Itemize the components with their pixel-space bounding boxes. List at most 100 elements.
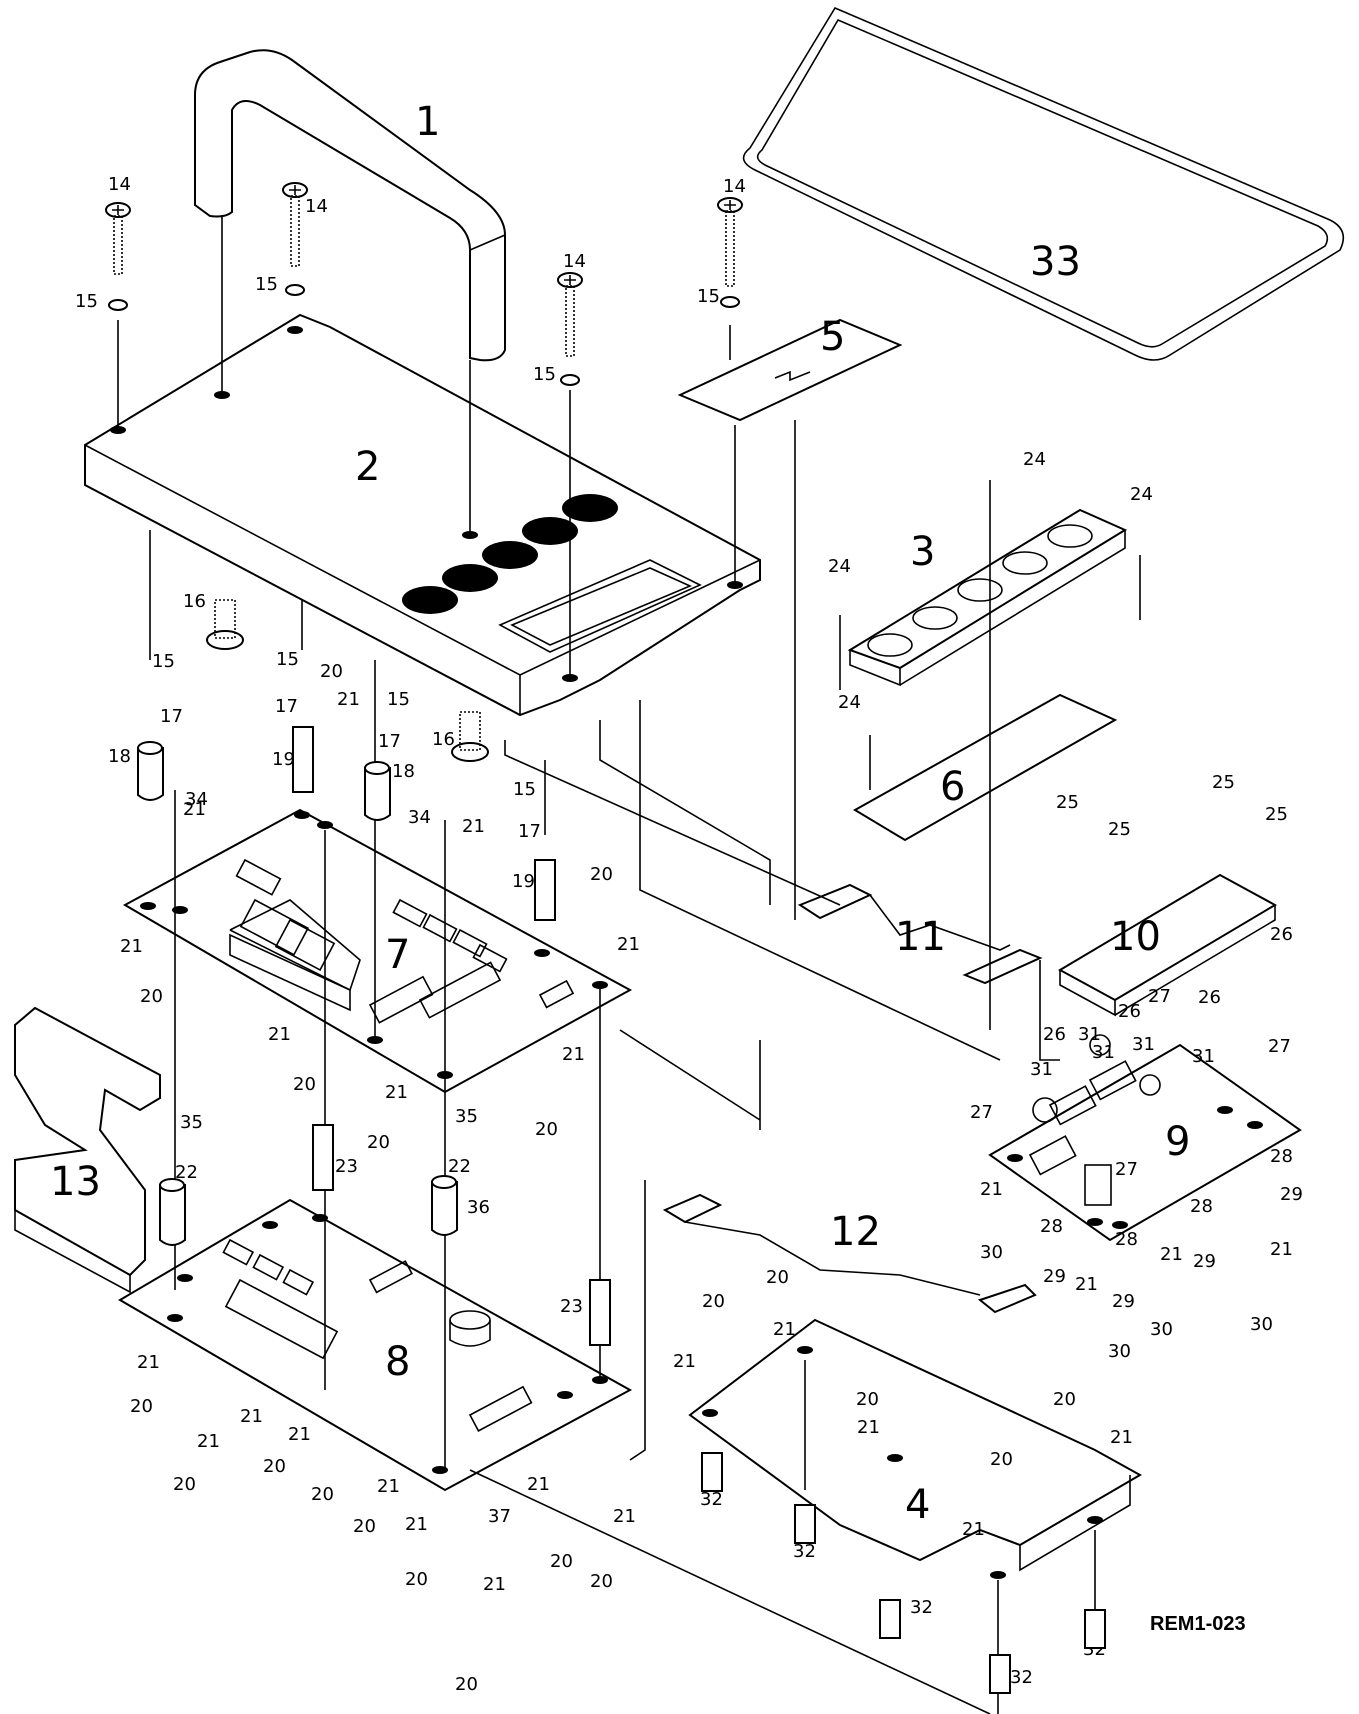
callout-21: 21: [773, 1319, 796, 1340]
callout-32: 32: [700, 1489, 723, 1510]
callout-14: 14: [563, 251, 586, 272]
fasteners: [105, 182, 1106, 1694]
part-5-label: 5: [677, 314, 903, 422]
callout-25: 25: [1056, 792, 1079, 813]
callout-14: 14: [723, 176, 746, 197]
callout-23: 23: [335, 1156, 358, 1177]
callout-15: 15: [387, 689, 410, 710]
callout-37: 37: [488, 1506, 511, 1527]
callout-20: 20: [263, 1456, 286, 1477]
hex-spacer-icon: [312, 1124, 334, 1191]
callout-20: 20: [590, 1571, 613, 1592]
part-12-flat-cable: 12: [662, 1193, 1037, 1314]
callout-32: 32: [793, 1541, 816, 1562]
callout-21: 21: [240, 1406, 263, 1427]
callout-32: 32: [910, 1597, 933, 1618]
part-11-flat-cable: 11: [797, 883, 1043, 985]
callout-28: 28: [1270, 1146, 1293, 1167]
standoff-icon: [451, 711, 489, 762]
label-part-8: 8: [385, 1339, 410, 1385]
part-8-pcb-lower: 8: [118, 1198, 633, 1492]
callout-27: 27: [970, 1102, 993, 1123]
callout-28: 28: [1115, 1229, 1138, 1250]
callout-29: 29: [1043, 1266, 1066, 1287]
spacer-icon: [159, 1178, 186, 1246]
callout-15: 15: [152, 651, 175, 672]
callout-20: 20: [311, 1484, 334, 1505]
drawing-code: REM1-023: [1150, 1613, 1246, 1635]
callout-23: 23: [560, 1296, 583, 1317]
callout-31: 31: [1192, 1046, 1215, 1067]
callout-14: 14: [108, 174, 131, 195]
callout-15: 15: [513, 779, 536, 800]
part-10-display: 10: [1057, 873, 1278, 1017]
callout-20: 20: [405, 1569, 428, 1590]
callout-17: 17: [518, 821, 541, 842]
callout-35: 35: [180, 1112, 203, 1133]
screw-icon: [557, 272, 583, 386]
part-13-ribbon-cable: 13: [14, 1006, 161, 1294]
callout-20: 20: [367, 1132, 390, 1153]
spacer-icon: [431, 1175, 458, 1236]
callout-32: 32: [1010, 1667, 1033, 1688]
callout-21: 21: [197, 1431, 220, 1452]
spacer-icon: [137, 741, 164, 801]
callout-18: 18: [108, 746, 131, 767]
callout-25: 25: [1212, 772, 1235, 793]
callout-29: 29: [1112, 1291, 1135, 1312]
spacer-icon: [364, 761, 391, 821]
callout-31: 31: [1078, 1024, 1101, 1045]
label-part-9: 9: [1165, 1119, 1190, 1165]
callout-19: 19: [512, 871, 535, 892]
callout-26: 26: [1270, 924, 1293, 945]
label-part-33: 33: [1030, 239, 1081, 285]
callout-16: 16: [432, 729, 455, 750]
part-6-window: 6: [853, 693, 1118, 842]
callout-25: 25: [1265, 804, 1288, 825]
label-part-13: 13: [50, 1159, 101, 1205]
hex-spacer-icon: [534, 859, 556, 921]
callout-24: 24: [1023, 449, 1046, 470]
callout-21: 21: [137, 1352, 160, 1373]
callout-15: 15: [533, 364, 556, 385]
callout-36: 36: [467, 1197, 490, 1218]
label-part-10: 10: [1110, 914, 1161, 960]
callout-18: 18: [392, 761, 415, 782]
callout-30: 30: [1250, 1314, 1273, 1335]
callout-21: 21: [613, 1506, 636, 1527]
callout-15: 15: [276, 649, 299, 670]
callout-21: 21: [405, 1514, 428, 1535]
callout-21: 21: [857, 1417, 880, 1438]
callout-24: 24: [828, 556, 851, 577]
callout-21: 21: [962, 1519, 985, 1540]
callout-17: 17: [275, 696, 298, 717]
part-1-handle: 1: [194, 49, 506, 362]
part-33-panel: 33: [742, 6, 1345, 361]
callout-24: 24: [838, 692, 861, 713]
callout-21: 21: [377, 1476, 400, 1497]
callout-20: 20: [455, 1674, 478, 1695]
hardware-callouts: 14 14 14 14 15 15 15 15 15 15 15 15 16 1…: [75, 174, 1303, 1695]
callout-20: 20: [293, 1074, 316, 1095]
cover-hole: [522, 517, 578, 545]
callout-30: 30: [1108, 1341, 1131, 1362]
callout-29: 29: [1280, 1184, 1303, 1205]
callout-20: 20: [702, 1291, 725, 1312]
callout-30: 30: [980, 1242, 1003, 1263]
callout-20: 20: [140, 986, 163, 1007]
callout-27: 27: [1115, 1159, 1138, 1180]
screw-icon: [717, 197, 743, 308]
callout-21: 21: [268, 1024, 291, 1045]
cover-hole: [482, 541, 538, 569]
callout-31: 31: [1092, 1042, 1115, 1063]
callout-15: 15: [75, 291, 98, 312]
callout-28: 28: [1040, 1216, 1063, 1237]
callout-17: 17: [378, 731, 401, 752]
callout-34: 34: [408, 807, 431, 828]
callout-21: 21: [980, 1179, 1003, 1200]
callout-26: 26: [1198, 987, 1221, 1008]
label-part-5: 5: [820, 314, 845, 360]
callout-21: 21: [1075, 1274, 1098, 1295]
cover-hole: [442, 564, 498, 592]
